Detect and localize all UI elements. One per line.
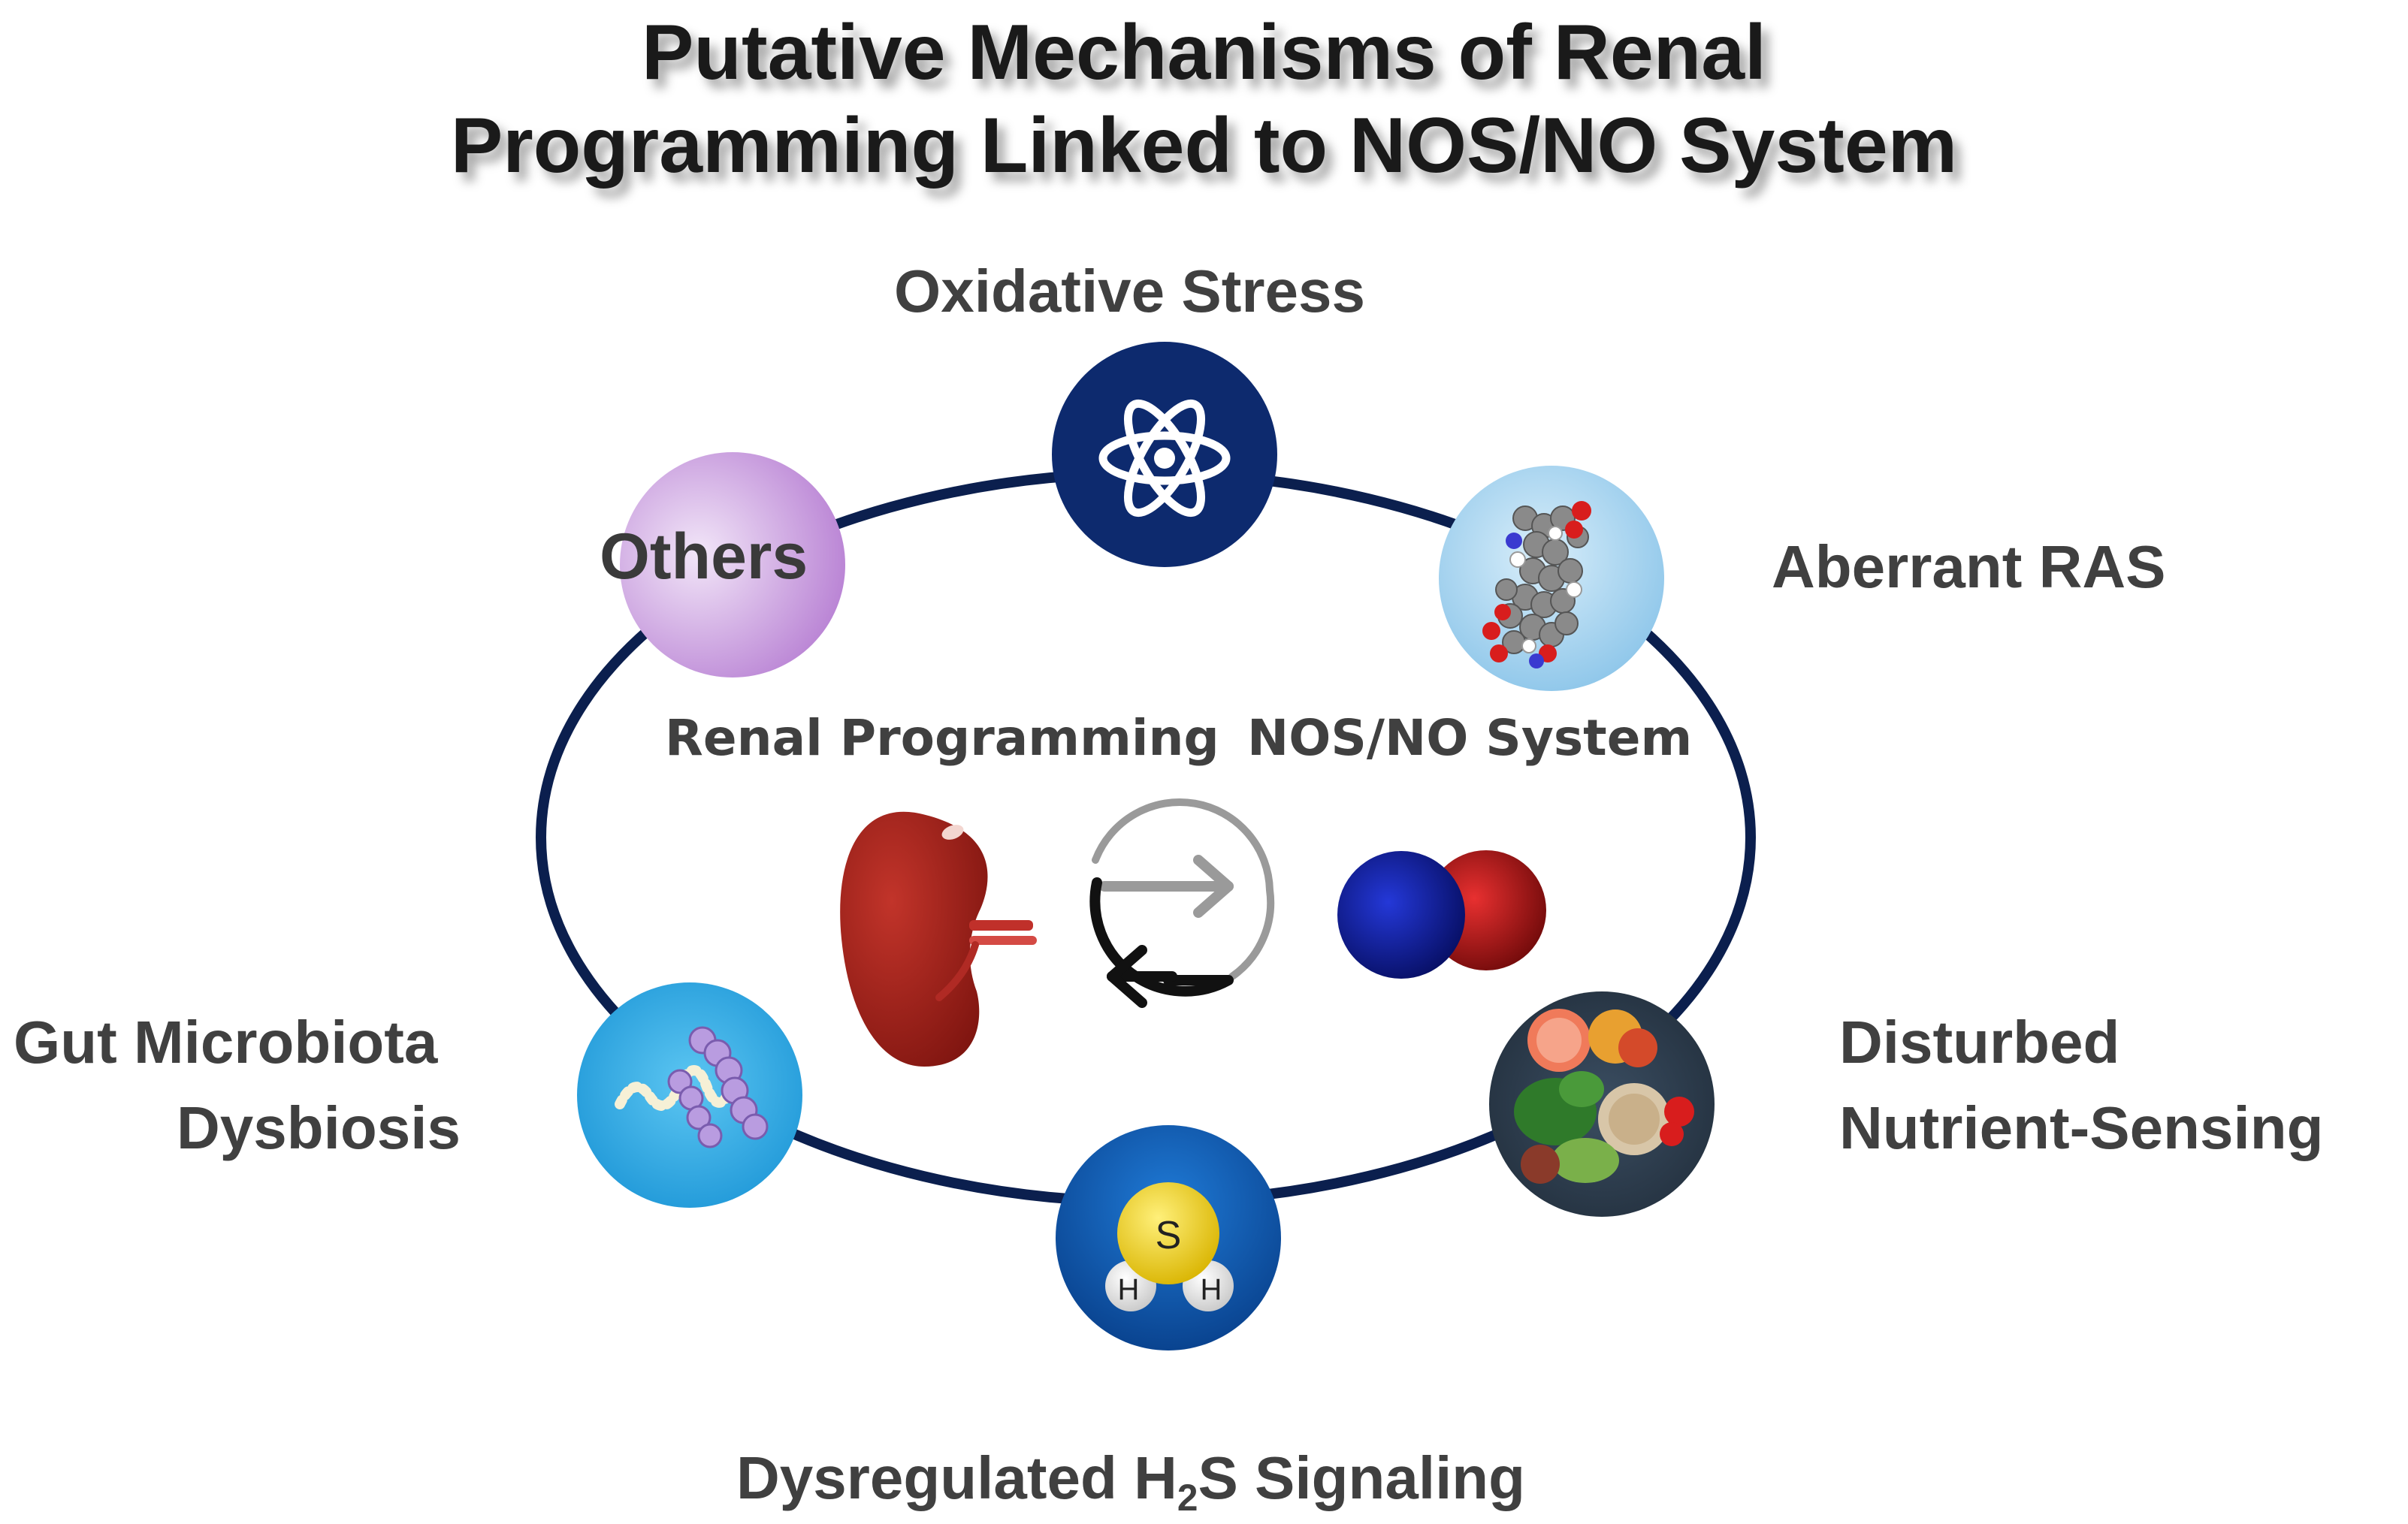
h2s-label-suffix: S Signaling (1198, 1444, 1526, 1511)
atom-icon (1098, 399, 1231, 518)
h2s-sulfur-label: S (1156, 1214, 1182, 1257)
h2s-node: S H H (1056, 1125, 1281, 1350)
h2s-signaling-label: Dysregulated H2S Signaling (736, 1448, 1525, 1516)
h2s-label-prefix: Dysregulated H (736, 1444, 1177, 1511)
no-molecule-icon (1337, 850, 1546, 979)
bidirectional-arrows-icon (1089, 798, 1275, 1008)
oxidative-stress-node (1052, 342, 1277, 567)
kidney-icon (840, 811, 1037, 1067)
bacteria-icon (615, 1026, 769, 1148)
molecule-icon (1482, 501, 1591, 668)
others-node (620, 452, 845, 678)
aberrant-ras-label: Aberrant RAS (1772, 533, 2166, 600)
nutrient-sensing-node (1489, 991, 1715, 1217)
gut-microbiota-node (577, 982, 802, 1208)
nutrient-sensing-label-line2: Nutrient-Sensing (1839, 1094, 2324, 1161)
h2s-hydrogen-right-label: H (1201, 1273, 1222, 1306)
nutrient-sensing-label-line1: Disturbed (1839, 1009, 2120, 1076)
aberrant-ras-node (1439, 466, 1664, 691)
gut-microbiota-label-line1: Gut Microbiota (14, 1009, 438, 1076)
diagram-title-line2: Programming Linked to NOS/NO System (450, 102, 1958, 189)
nos-no-system-label: NOS/NO System (1247, 709, 1693, 767)
h2s-hydrogen-left-label: H (1118, 1273, 1140, 1306)
diagram-title-line1: Putative Mechanisms of Renal (642, 9, 1766, 96)
h2s-label-subscript: 2 (1177, 1476, 1198, 1519)
others-label: Others (600, 521, 808, 593)
food-icon (1514, 1009, 1694, 1184)
h2s-molecule-icon: S H H (1105, 1182, 1234, 1311)
oxidative-stress-label: Oxidative Stress (894, 258, 1365, 324)
renal-programming-label: Renal Programming (665, 709, 1219, 767)
gut-microbiota-label-line2: Dysbiosis (177, 1094, 461, 1161)
